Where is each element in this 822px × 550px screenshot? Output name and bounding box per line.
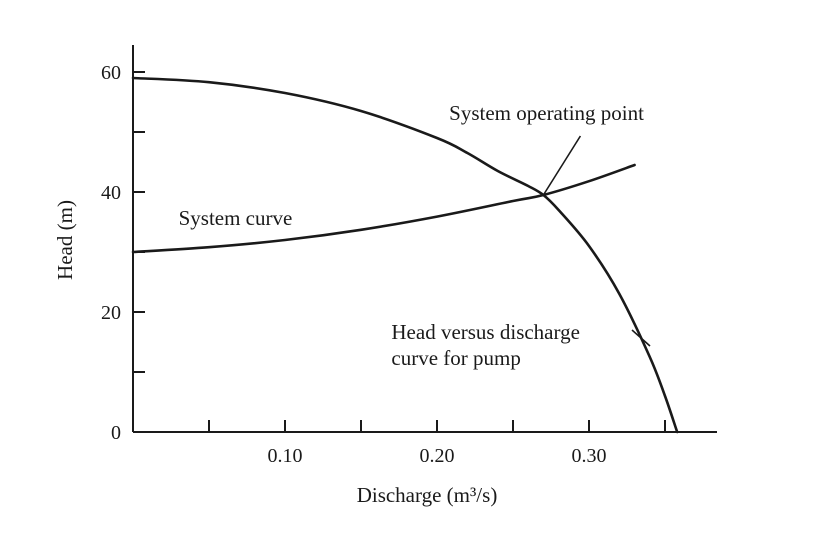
pump-curve-leader	[631, 329, 651, 347]
x-tick-label: 0.10	[268, 445, 303, 467]
y-tick-label: 40	[101, 182, 121, 204]
y-axis-label: Head (m)	[53, 200, 77, 280]
system-curve-line	[131, 163, 636, 254]
x-tick-label: 0.30	[572, 445, 607, 467]
y-tick-label: 0	[111, 422, 121, 444]
y-tick-label: 60	[101, 62, 121, 84]
curves	[131, 76, 679, 434]
y-tick-label: 20	[101, 302, 121, 324]
pump-curve-label: curve for pump	[391, 346, 520, 370]
pump-curve-label: Head versus discharge	[391, 320, 580, 344]
x-axis-label: Discharge (m³/s)	[357, 483, 498, 507]
ticks	[133, 71, 666, 432]
operating-point-label: System operating point	[449, 101, 644, 125]
system-curve-label: System curve	[179, 206, 293, 230]
pump-curve-line	[131, 76, 679, 434]
operating-point-leader	[542, 135, 582, 196]
axes	[132, 45, 717, 433]
tick-labels: 0.10 0.20 0.30 0 20 40 60	[101, 62, 607, 467]
x-tick-label: 0.20	[420, 445, 455, 467]
